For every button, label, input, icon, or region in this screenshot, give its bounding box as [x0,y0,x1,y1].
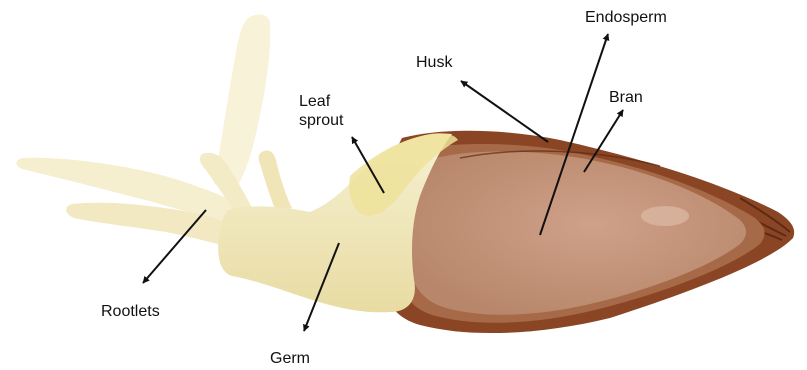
label-leaf-sprout: Leaf sprout [299,92,343,130]
label-leaf-line1: Leaf [299,92,343,111]
rootlet-mid [259,150,292,212]
label-leaf-line2: sprout [299,111,343,130]
label-germ: Germ [270,349,310,368]
endosperm-shape [408,152,746,315]
endosperm-highlight [641,206,689,226]
label-rootlets: Rootlets [101,302,160,321]
label-bran: Bran [609,88,643,107]
label-endosperm: Endosperm [585,8,667,27]
label-husk: Husk [416,53,452,72]
